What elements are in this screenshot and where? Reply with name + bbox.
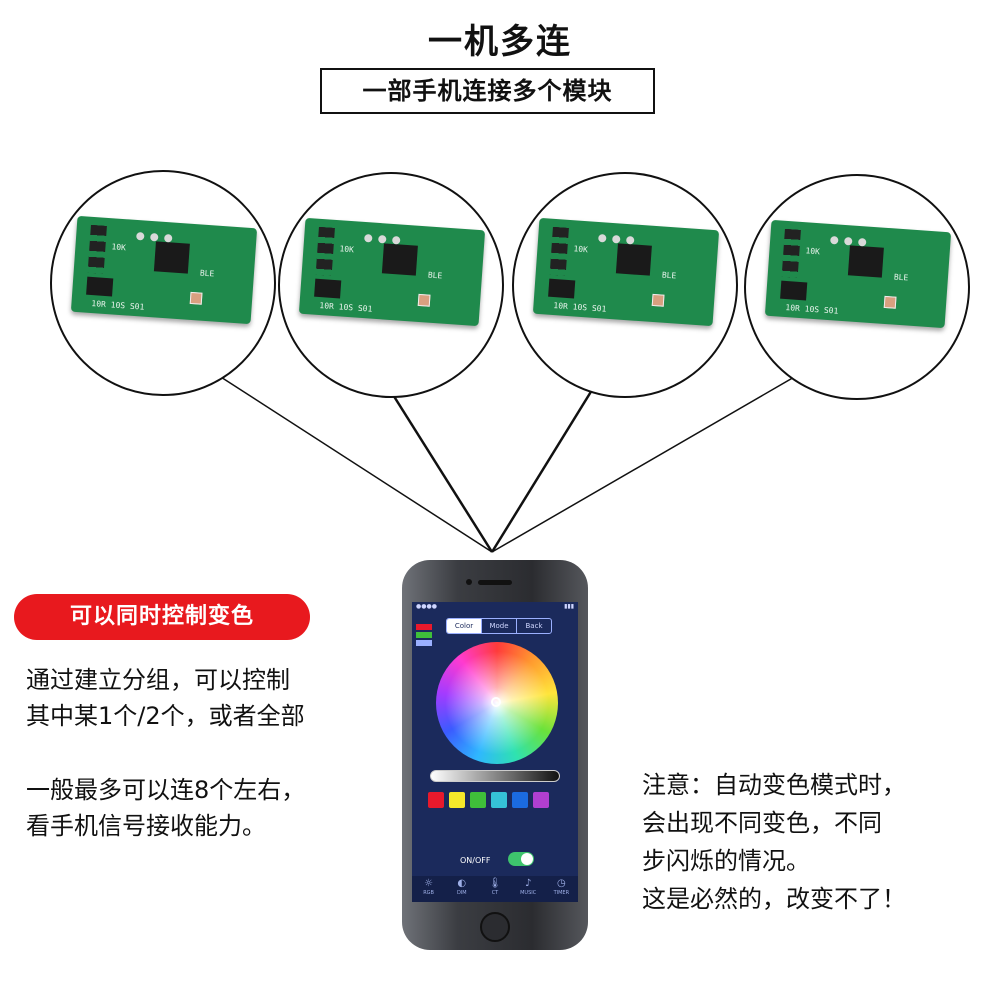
component-column xyxy=(781,228,801,278)
music-note-icon: ♪ xyxy=(524,878,532,889)
brightness-icon: ☼ xyxy=(424,878,434,889)
power-toggle[interactable] xyxy=(508,852,534,866)
transistor-chip xyxy=(780,280,808,301)
solder-pad xyxy=(843,236,853,246)
silk-text-resistor: 10K xyxy=(339,244,355,255)
bottom-tab-bar: ☼RGB ◐DIM 🌡CT ♪MUSIC ◷TIMER xyxy=(412,876,578,902)
mode-segmented-control: Color Mode Back xyxy=(446,618,552,634)
solder-pad xyxy=(377,234,387,244)
capacity-line-1: 一般最多可以连8个左右， xyxy=(26,776,306,804)
pcb-board: 10K BLE 10R 10S S01 xyxy=(764,219,952,329)
swatch-blue[interactable] xyxy=(512,792,528,808)
silk-text-bottom: 10R 10S S01 xyxy=(553,301,607,314)
status-bar: ●●●●▮▮▮ xyxy=(416,603,574,610)
swatch-red[interactable] xyxy=(428,792,444,808)
tab-rgb[interactable]: ☼RGB xyxy=(414,876,444,902)
solder-pad xyxy=(391,235,401,245)
component-column xyxy=(315,226,335,276)
connection-line-2 xyxy=(388,389,494,553)
note-block: 注意：自动变色模式时， 会出现不同变色，不同 步闪烁的情况。 这是必然的，改变不… xyxy=(642,766,906,918)
swatch-yellow[interactable] xyxy=(449,792,465,808)
led-component xyxy=(883,295,897,309)
pcb-board: 10K BLE 10R 10S S01 xyxy=(70,215,258,325)
dim-icon: ◐ xyxy=(457,878,467,889)
ic-chip xyxy=(615,243,652,276)
thermometer-icon: 🌡 xyxy=(488,878,502,889)
app-screen: ●●●●▮▮▮ Color Mode Back ON/OFF ☼RGB ◐DIM xyxy=(412,602,578,902)
tab-dim[interactable]: ◐DIM xyxy=(447,876,477,902)
solder-pad xyxy=(598,233,607,243)
swatch-green[interactable] xyxy=(470,792,486,808)
module-circle-4: 10K BLE 10R 10S S01 xyxy=(744,174,970,400)
ic-chip xyxy=(153,241,190,274)
grouping-line-1: 通过建立分组，可以控制 xyxy=(26,666,290,694)
silk-text-bottom: 10R 10S S01 xyxy=(785,303,839,316)
silk-text-ble: BLE xyxy=(661,270,677,281)
note-line-3: 步闪烁的情况。 xyxy=(642,847,810,875)
page-title: 一机多连 xyxy=(428,22,572,62)
subtitle-box: 一部手机连接多个模块 xyxy=(320,68,655,114)
module-circle-3: 10K BLE 10R 10S S01 xyxy=(512,172,738,398)
power-label: ON/OFF xyxy=(460,856,491,865)
note-line-4: 这是必然的，改变不了！ xyxy=(642,885,906,913)
silk-text-resistor: 10K xyxy=(805,246,821,257)
transistor-chip xyxy=(86,276,114,297)
grouping-line-2: 其中某1个/2个，或者全部 xyxy=(26,702,305,730)
solder-pad xyxy=(136,231,145,241)
timer-icon: ◷ xyxy=(556,878,566,889)
silk-text-ble: BLE xyxy=(893,272,909,283)
swatch-cyan[interactable] xyxy=(491,792,507,808)
silk-text-resistor: 10K xyxy=(111,242,127,253)
group-badges xyxy=(416,624,432,648)
tab-back[interactable]: Back xyxy=(525,622,543,630)
tab-mode[interactable]: Mode xyxy=(482,619,517,633)
feature-pill: 可以同时控制变色 xyxy=(14,594,310,640)
solder-pad xyxy=(830,235,839,245)
component-column xyxy=(549,226,569,276)
earpiece-speaker xyxy=(478,580,512,585)
connection-line-1 xyxy=(209,369,493,553)
tab-ct[interactable]: 🌡CT xyxy=(480,876,510,902)
connection-line-4 xyxy=(491,375,797,553)
component-column xyxy=(87,224,107,274)
solder-pad xyxy=(625,235,635,245)
brightness-slider[interactable] xyxy=(430,770,560,782)
smartphone: ●●●●▮▮▮ Color Mode Back ON/OFF ☼RGB ◐DIM xyxy=(402,560,588,950)
led-component xyxy=(651,293,665,307)
ic-chip xyxy=(847,245,884,278)
capacity-line-2: 看手机信号接收能力。 xyxy=(26,812,266,840)
front-camera xyxy=(466,579,472,585)
solder-pad xyxy=(163,233,173,243)
led-component xyxy=(417,293,431,307)
ic-chip xyxy=(381,243,418,276)
silk-text-ble: BLE xyxy=(199,268,215,279)
color-picker-handle[interactable] xyxy=(491,697,501,707)
home-button[interactable] xyxy=(480,912,510,942)
transistor-chip xyxy=(314,278,342,299)
pcb-board: 10K BLE 10R 10S S01 xyxy=(532,217,720,327)
note-line-2: 会出现不同变色，不同 xyxy=(642,809,882,837)
solder-pad xyxy=(149,232,159,242)
silk-text-ble: BLE xyxy=(427,270,443,281)
led-component xyxy=(189,291,203,305)
pcb-board: 10K BLE 10R 10S S01 xyxy=(298,217,486,327)
silk-text-bottom: 10R 10S S01 xyxy=(319,301,373,314)
silk-text-resistor: 10K xyxy=(573,244,589,255)
tab-music[interactable]: ♪MUSIC xyxy=(513,876,543,902)
solder-pad xyxy=(611,234,621,244)
solder-pad xyxy=(364,233,373,243)
solder-pad xyxy=(857,237,867,247)
color-swatches xyxy=(428,792,549,808)
module-circle-1: 10K BLE 10R 10S S01 xyxy=(50,170,276,396)
tab-color[interactable]: Color xyxy=(447,619,482,633)
note-line-1: 注意：自动变色模式时， xyxy=(642,771,906,799)
silk-text-bottom: 10R 10S S01 xyxy=(91,299,145,312)
transistor-chip xyxy=(548,278,576,299)
swatch-purple[interactable] xyxy=(533,792,549,808)
tab-timer[interactable]: ◷TIMER xyxy=(546,876,576,902)
module-circle-2: 10K BLE 10R 10S S01 xyxy=(278,172,504,398)
connection-line-3 xyxy=(490,389,594,553)
